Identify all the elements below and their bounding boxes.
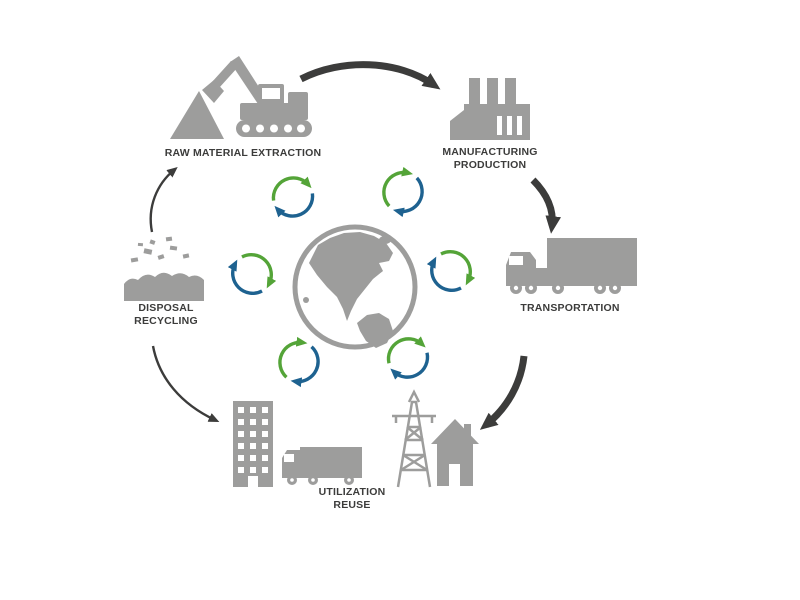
label-utilization-reuse: UTILIZATION REUSE <box>282 486 422 512</box>
label-raw-material-extraction: RAW MATERIAL EXTRACTION <box>133 147 353 160</box>
landfill-icon <box>124 236 204 301</box>
factory-icon <box>450 78 530 140</box>
arrow-disposal-to-extraction <box>149 166 178 233</box>
house-icon <box>431 419 479 486</box>
recycle-arrows-icon <box>233 255 272 294</box>
label-line: REUSE <box>333 499 371 511</box>
label-disposal-recycling: DISPOSAL RECYCLING <box>106 302 226 328</box>
arrow-transportation-to-utilization <box>479 355 528 430</box>
label-line: TRANSPORTATION <box>520 302 620 314</box>
semi-truck-icon <box>506 238 637 294</box>
transmission-tower-icon <box>392 389 436 488</box>
arrow-extraction-to-manufacturing <box>299 61 441 90</box>
excavator-icon <box>170 56 312 139</box>
label-manufacturing-production: MANUFACTURING PRODUCTION <box>420 146 560 172</box>
utilization-icons <box>233 389 479 488</box>
label-line: PRODUCTION <box>453 159 527 171</box>
arrow-disposal-to-utilization <box>151 345 220 423</box>
label-line: DISPOSAL <box>138 302 194 314</box>
recycle-arrows-icon <box>274 337 323 386</box>
cycle-arrows <box>149 61 561 430</box>
label-transportation: TRANSPORTATION <box>500 302 640 315</box>
office-building-icon <box>233 401 273 487</box>
recycle-arrows-icon <box>268 172 317 221</box>
recycle-arrows-icon <box>384 334 431 381</box>
arrow-manufacturing-to-transportation <box>530 177 561 234</box>
label-line: RAW MATERIAL EXTRACTION <box>164 147 322 159</box>
recycle-arrows-icon <box>432 252 471 291</box>
globe-icon <box>292 224 418 350</box>
recycle-arrows-icon <box>379 168 426 215</box>
label-line: MANUFACTURING <box>442 146 538 158</box>
label-line: UTILIZATION <box>318 486 386 498</box>
box-truck-icon <box>282 447 362 485</box>
label-line: RECYCLING <box>134 315 198 327</box>
